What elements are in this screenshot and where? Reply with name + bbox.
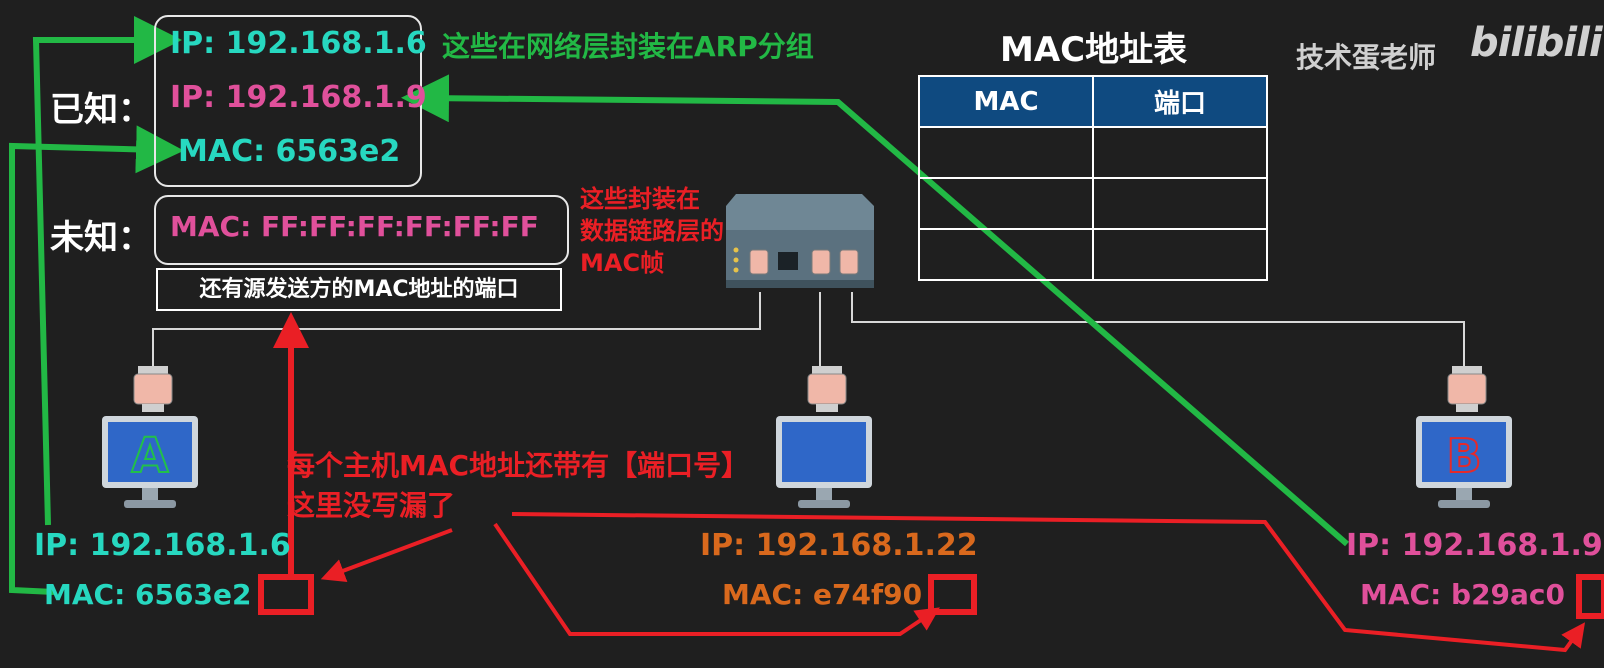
table-row <box>918 126 1268 179</box>
port-note-line-2: 这里没写漏了 <box>287 489 456 522</box>
known-label: 已知： <box>50 90 152 130</box>
table-header-mac: MAC <box>918 75 1094 128</box>
table-cell <box>918 126 1094 179</box>
table-header-row: MAC 端口 <box>918 75 1268 128</box>
source-port-note: 还有源发送方的MAC地址的端口 <box>156 268 562 311</box>
frame-note-line-3: MAC帧 <box>580 249 665 277</box>
unknown-label: 未知： <box>50 218 152 258</box>
unknown-box <box>154 195 569 265</box>
port-boxes <box>258 574 1604 619</box>
host-mid-mac: MAC: e74f90 <box>722 578 923 611</box>
arp-note: 这些在网络层封装在ARP分组 <box>442 30 814 63</box>
table-cell <box>1092 228 1268 281</box>
table-cell <box>918 228 1094 281</box>
host-b-computer-icon: B <box>1416 366 1512 508</box>
watermark-author: 技术蛋老师 <box>1296 41 1437 74</box>
frame-note-line-1: 这些封装在 <box>580 185 700 213</box>
host-a-letter: A <box>131 428 168 484</box>
network-cables <box>152 292 1465 368</box>
table-cell <box>918 177 1094 230</box>
known-mac-a: MAC: 6563e2 <box>178 134 401 169</box>
known-ip-b: IP: 192.168.1.9 <box>170 80 427 115</box>
host-a-mac: MAC: 6563e2 <box>44 578 252 611</box>
table-cell <box>1092 177 1268 230</box>
green-arrows <box>9 16 1349 595</box>
known-box <box>154 15 422 187</box>
table-header-port: 端口 <box>1092 75 1268 128</box>
mac-address-table: MAC 端口 <box>918 75 1268 281</box>
host-b-letter: B <box>1446 429 1481 483</box>
known-ip-a: IP: 192.168.1.6 <box>170 26 427 61</box>
host-a-computer-icon: A <box>102 366 198 508</box>
frame-note: 这些封装在 数据链路层的 MAC帧 <box>580 183 724 279</box>
mac-table-wrap: MAC 端口 <box>918 75 1268 281</box>
watermark-brand: bilibili <box>1470 20 1603 66</box>
table-row <box>918 177 1268 230</box>
port-note-line-1: 每个主机MAC地址还带有【端口号】 <box>287 449 750 482</box>
host-b-ip: IP: 192.168.1.9 <box>1346 528 1603 563</box>
frame-note-line-2: 数据链路层的 <box>580 217 724 245</box>
host-mid-ip: IP: 192.168.1.22 <box>700 528 978 563</box>
host-b-mac: MAC: b29ac0 <box>1360 578 1566 611</box>
table-row <box>918 228 1268 281</box>
red-arrows <box>273 312 1586 653</box>
host-mid-computer-icon <box>776 366 872 508</box>
unknown-mac: MAC: FF:FF:FF:FF:FF:FF <box>170 210 539 243</box>
port-note: 每个主机MAC地址还带有【端口号】 这里没写漏了 <box>287 446 749 526</box>
host-a-ip: IP: 192.168.1.6 <box>34 528 291 563</box>
table-title: MAC地址表 <box>1000 30 1188 70</box>
switch-icon <box>726 194 874 288</box>
table-cell <box>1092 126 1268 179</box>
